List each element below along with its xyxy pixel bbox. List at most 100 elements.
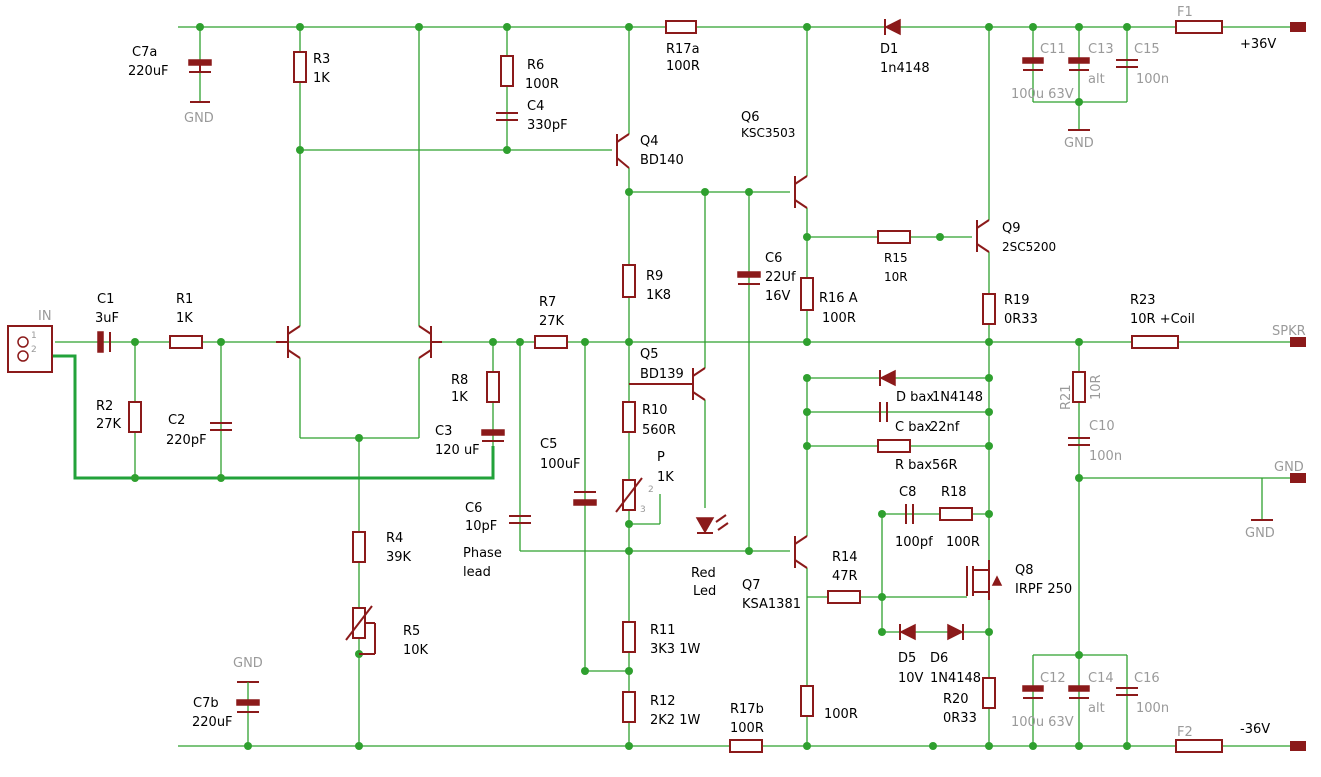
C3-ref: C3 xyxy=(435,424,452,439)
C3-value: 120 uF xyxy=(435,443,480,458)
R19-value: 0R33 xyxy=(1004,312,1038,327)
gnd-label-top: GND xyxy=(184,111,214,126)
C6b-note2: lead xyxy=(463,565,491,580)
C4-ref: C4 xyxy=(527,99,544,114)
terminals xyxy=(1290,22,1306,751)
R5-value: 10K xyxy=(403,643,429,658)
D6-ref: D6 xyxy=(930,651,948,666)
Dbax-value: 1N4148 xyxy=(932,390,983,405)
R7-ref: R7 xyxy=(539,295,556,310)
C6a-ref: C6 xyxy=(765,251,782,266)
R17b-ref: R17b xyxy=(730,702,764,717)
R9-value: 1K8 xyxy=(646,288,671,303)
Q9-value: 2SC5200 xyxy=(1002,240,1056,254)
connector-pin2: 2 xyxy=(31,345,37,355)
R4-value: 39K xyxy=(386,550,412,565)
R21-ref: R21 xyxy=(1059,384,1074,410)
C15-ref: C15 xyxy=(1134,42,1160,57)
C1-value: 3uF xyxy=(95,311,119,326)
C14-ref: C14 xyxy=(1088,671,1114,686)
D6-value: 1N4148 xyxy=(930,671,981,686)
C16-value: 100n xyxy=(1136,701,1169,716)
C16-ref: C16 xyxy=(1134,671,1160,686)
C7a-value: 220uF xyxy=(128,64,169,79)
Q8-ref: Q8 xyxy=(1015,563,1034,578)
R23-ref: R23 xyxy=(1130,293,1156,308)
P-value: 1K xyxy=(657,470,674,485)
R9-ref: R9 xyxy=(646,269,663,284)
input-ground-wire xyxy=(53,354,495,480)
Q4-ref: Q4 xyxy=(640,134,659,149)
C10-value: 100n xyxy=(1089,449,1122,464)
capacitors xyxy=(97,57,1138,713)
LED-ref: Red xyxy=(691,566,716,581)
R23-value: 10R +Coil xyxy=(1130,312,1195,327)
C7a-ref: C7a xyxy=(132,45,157,60)
Rbax-ref: R bax xyxy=(895,458,932,473)
C13-ref: C13 xyxy=(1088,42,1114,57)
R6-ref: R6 xyxy=(527,58,544,73)
C11-value: 100u 63V xyxy=(1011,87,1074,102)
P-pin3: 3 xyxy=(640,505,646,515)
R4-ref: R4 xyxy=(386,531,403,546)
gnd-label-out: GND xyxy=(1274,460,1304,475)
wires xyxy=(55,26,1290,747)
C14-value: alt xyxy=(1088,701,1105,716)
C1-ref: C1 xyxy=(97,292,114,307)
gnd-label-c11: GND xyxy=(1064,136,1094,151)
R6-value: 100R xyxy=(525,77,559,92)
R7-value: 27K xyxy=(539,314,565,329)
C15-value: 100n xyxy=(1136,72,1169,87)
R15-value: 10R xyxy=(884,270,908,284)
resistors xyxy=(128,20,1223,753)
R14-ref: R14 xyxy=(832,550,858,565)
R1-ref: R1 xyxy=(176,292,193,307)
LED-value: Led xyxy=(693,584,716,599)
R15-ref: R15 xyxy=(884,251,908,265)
Q4-value: BD140 xyxy=(640,153,684,168)
R18-ref: R18 xyxy=(941,485,967,500)
C8-ref: C8 xyxy=(899,485,916,500)
C7b-ref: C7b xyxy=(193,696,219,711)
F2-value: -36V xyxy=(1240,722,1270,737)
R21-value: 10R xyxy=(1089,374,1104,400)
spkr-label: SPKR xyxy=(1272,324,1306,339)
R20-value: 0R33 xyxy=(943,711,977,726)
C5-ref: C5 xyxy=(540,437,557,452)
Q5-ref: Q5 xyxy=(640,347,659,362)
ground-symbols xyxy=(237,129,1273,690)
R1-value: 1K xyxy=(176,311,193,326)
R16-value: 100R xyxy=(822,311,856,326)
C6a-value: 22Uf xyxy=(765,270,796,285)
Q6-value: KSC3503 xyxy=(741,126,795,140)
R14-value: 47R xyxy=(832,569,858,584)
C7b-value: 220uF xyxy=(192,715,233,730)
R10-ref: R10 xyxy=(642,403,668,418)
D1-value: 1n4148 xyxy=(880,61,930,76)
C6a-voltage: 16V xyxy=(765,289,791,304)
input-connector: IN 1 2 xyxy=(7,309,53,373)
R11-value: 3K3 1W xyxy=(650,642,700,657)
R13-value: 100R xyxy=(824,707,858,722)
C4-value: 330pF xyxy=(527,118,568,133)
C6b-note1: Phase xyxy=(463,546,502,561)
gnd-label-c7b: GND xyxy=(233,656,263,671)
Rbax-value: 56R xyxy=(932,458,958,473)
R18-value: 100R xyxy=(946,535,980,550)
R2-ref: R2 xyxy=(96,399,113,414)
R17a-value: 100R xyxy=(666,59,700,74)
C6b-value: 10pF xyxy=(465,519,497,534)
Q5-value: BD139 xyxy=(640,367,684,382)
R19-ref: R19 xyxy=(1004,293,1030,308)
C12-ref: C12 xyxy=(1040,671,1066,686)
R11-ref: R11 xyxy=(650,623,676,638)
P-pin2: 2 xyxy=(648,485,654,495)
R8-ref: R8 xyxy=(451,373,468,388)
R10-value: 560R xyxy=(642,423,676,438)
gnd-label-c10: GND xyxy=(1245,526,1275,541)
F1-ref: F1 xyxy=(1177,5,1193,20)
C12-value: 100u 63V xyxy=(1011,715,1074,730)
C8-value: 100pf xyxy=(895,535,933,550)
